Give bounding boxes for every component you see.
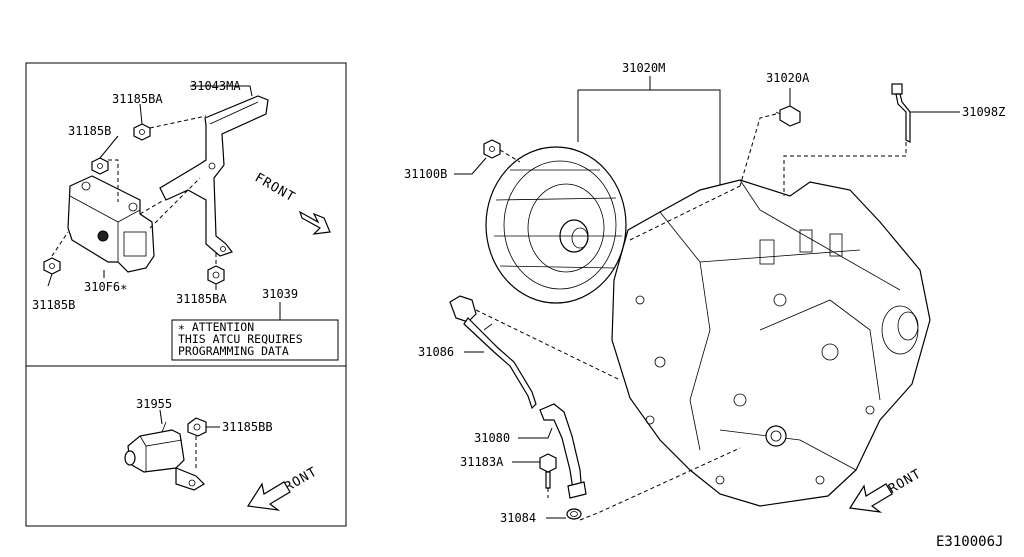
label-31183A[interactable]: 31183A [460,455,504,469]
oring-31084[interactable] [566,508,582,520]
label-31020A[interactable]: 31020A [766,71,810,85]
atcu-310F6[interactable] [67,175,155,273]
label-31185B-bottom[interactable]: 31185B [32,298,75,312]
label-31185BB[interactable]: 31185BB [222,420,273,434]
bolt-31183A[interactable] [539,453,557,489]
torque-converter[interactable] [485,146,627,304]
label-31955[interactable]: 31955 [136,397,172,411]
label-31080[interactable]: 31080 [474,431,510,445]
attention-line-2: THIS ATCU REQUIRES [178,332,303,346]
nut-31185B-bottom[interactable] [43,257,61,275]
nut-31185BA-top[interactable] [133,123,151,141]
label-31039[interactable]: 31039 [262,287,298,301]
label-31098Z[interactable]: 31098Z [962,105,1005,119]
transmission-case[interactable] [611,179,931,507]
inset-box-sensor [25,365,347,527]
attention-line-3: PROGRAMMING DATA [178,344,289,358]
nut-31185BA-bottom[interactable] [207,265,225,285]
label-310F6[interactable]: 310F6∗ [84,280,127,294]
bolt-31185BB[interactable] [187,417,207,437]
bolt-31100B[interactable] [483,139,501,159]
label-31084[interactable]: 31084 [500,511,536,525]
attention-note-box [171,319,339,361]
svg-text:FRONT: FRONT [252,170,298,205]
front-arrow-main: FRONT [848,466,924,513]
dipstick-31086[interactable] [449,295,537,410]
pipe-31080[interactable] [539,403,587,499]
front-arrow-upper: FRONT [252,170,331,235]
label-31185B-top[interactable]: 31185B [68,124,111,138]
diagram-id: E310006J [936,534,1003,550]
attention-line-1: ∗ ATTENTION [178,320,254,334]
bracket-31043MA[interactable] [159,95,269,257]
front-arrow-sensor: FRONT [246,464,320,511]
harness-31098Z[interactable] [891,83,911,143]
label-31043MA[interactable]: 31043MA [190,79,241,93]
nut-31185B-top[interactable] [91,157,109,175]
sensor-31955[interactable] [124,421,205,491]
label-31100B[interactable]: 31100B [404,167,447,181]
label-31086[interactable]: 31086 [418,345,454,359]
label-31185BA-bottom[interactable]: 31185BA [176,292,227,306]
label-31020M[interactable]: 31020M [622,61,665,75]
bolt-31020A[interactable] [775,105,801,127]
label-31185BA-top[interactable]: 31185BA [112,92,163,106]
